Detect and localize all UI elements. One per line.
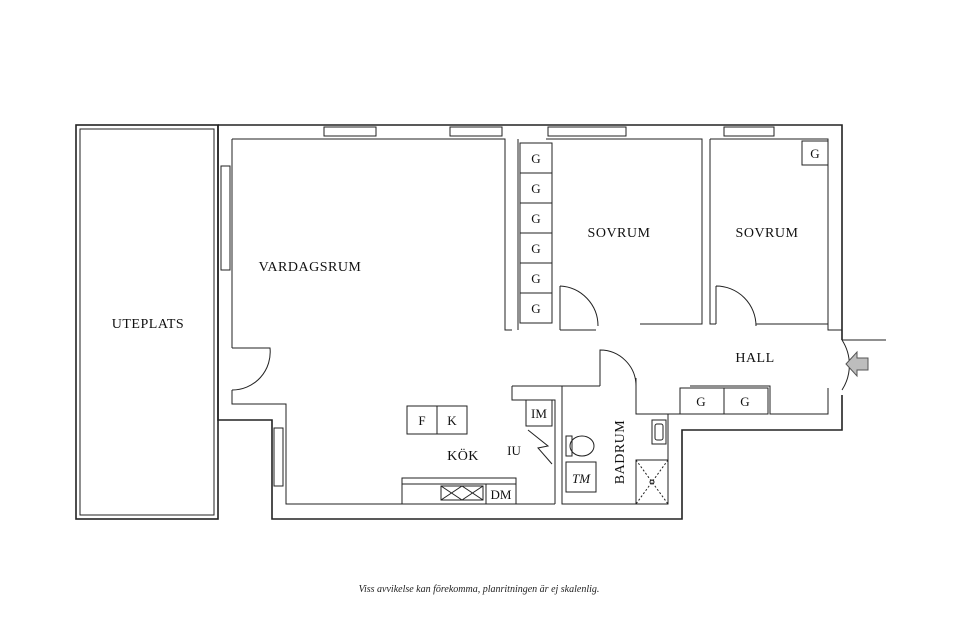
plan-disclaimer: Viss avvikelse kan förekomma, planritnin… — [359, 584, 600, 595]
doors — [231, 285, 886, 391]
wardrobe-label: G — [531, 181, 540, 196]
wardrobe-label: G — [531, 301, 540, 316]
wardrobe-label: G — [531, 151, 540, 166]
entrance-arrow-icon — [845, 350, 869, 378]
fridge-label: F — [418, 413, 425, 428]
oven-label: IU — [507, 443, 521, 458]
room-label-hall: HALL — [735, 351, 774, 366]
microwave-label: IM — [531, 406, 547, 421]
room-label-sovrum-2: SOVRUM — [736, 226, 799, 241]
kitchen-counter: DM — [401, 477, 517, 505]
shower-icon — [635, 459, 669, 505]
hall-wardrobes: G G — [679, 387, 769, 415]
wardrobe-label: G — [696, 394, 705, 409]
fridge-freezer: F K — [406, 405, 468, 435]
windows — [220, 126, 775, 487]
room-label-vardagsrum: VARDAGSRUM — [259, 260, 362, 275]
appliance-tower: IM IU — [507, 399, 553, 465]
wardrobe-label: G — [531, 241, 540, 256]
wardrobe-label: G — [740, 394, 749, 409]
bathroom-fixtures: TM — [565, 419, 669, 505]
room-label-sovrum-1: SOVRUM — [588, 226, 651, 241]
toilet-icon — [565, 435, 595, 457]
washbasin-icon — [651, 419, 667, 445]
wardrobe-bedroom-2: G — [801, 140, 829, 166]
dishwasher-label: DM — [491, 487, 512, 502]
freezer-label: K — [447, 413, 457, 428]
washer-label: TM — [572, 471, 591, 486]
wardrobe-column: G G G G G G — [519, 142, 553, 324]
room-label-kok: KÖK — [447, 447, 479, 464]
wardrobe-label: G — [531, 211, 540, 226]
stair-break-icon — [527, 429, 553, 465]
washing-machine-icon — [565, 461, 597, 493]
apartment-walls — [217, 124, 843, 520]
wardrobe-label: G — [810, 146, 819, 161]
wardrobe-label: G — [531, 271, 540, 286]
room-label-badrum: BADRUM — [613, 420, 628, 485]
room-label-uteplats: UTEPLATS — [112, 317, 184, 332]
